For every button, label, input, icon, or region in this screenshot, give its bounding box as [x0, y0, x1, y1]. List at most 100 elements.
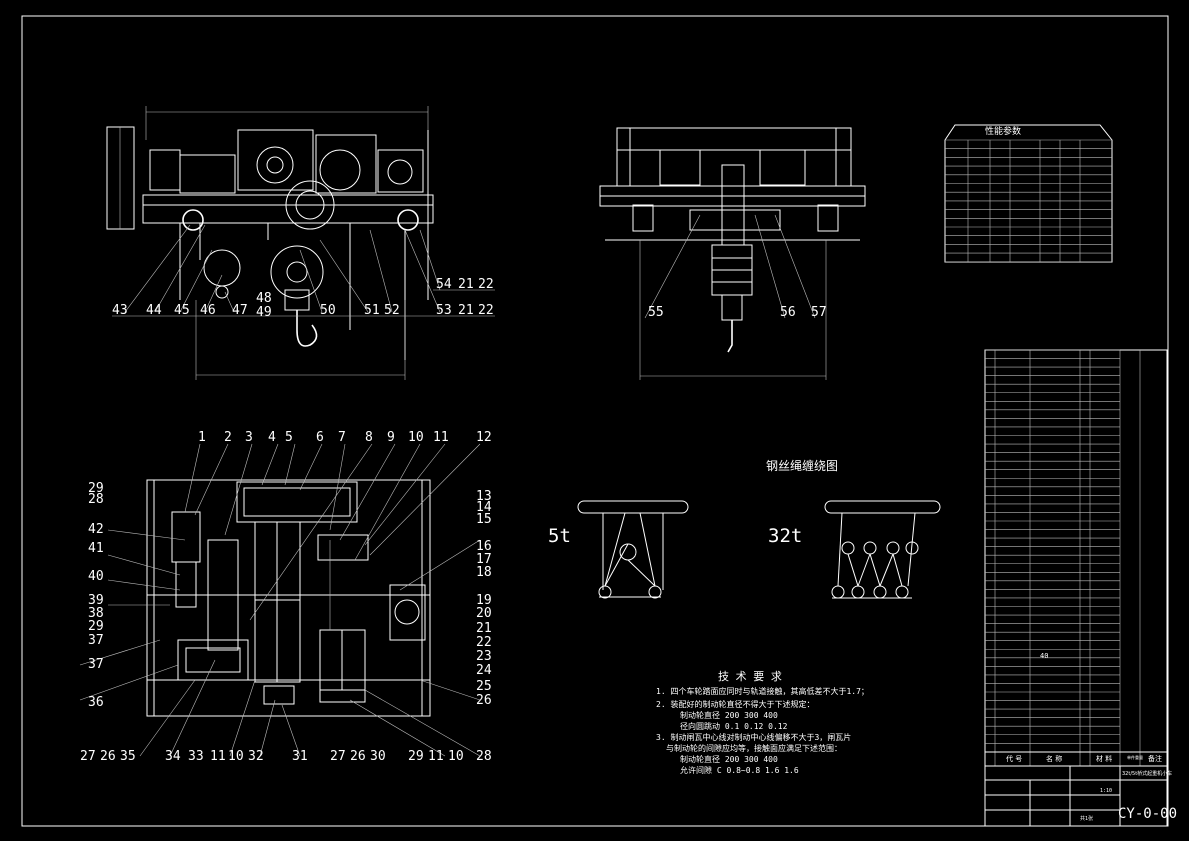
tech-req-line-6: 与制动轮的间隙应均等，接触面应满足下述范围： [666, 743, 842, 753]
plan-callout-right-16: 16 [476, 539, 492, 554]
plan-callout-left-8: 37 [88, 633, 104, 648]
callout-51: 51 [364, 303, 380, 318]
tech-req-title: 技 术 要 求 [718, 670, 782, 683]
plan-callout-right-14: 14 [476, 500, 492, 515]
callout-45: 45 [174, 303, 190, 318]
title-block-drawing-no: CY-0-00 [1118, 806, 1177, 822]
plan-callout-top-6: 6 [316, 430, 324, 445]
perf-table-title: 性能参数 [985, 125, 1021, 137]
plan-callout-left-10: 36 [88, 695, 104, 710]
plan-callout-top-12: 12 [476, 430, 492, 445]
rope-diagram-title: 钢丝绳缠绕图 [766, 458, 838, 473]
plan-callout-right-26: 26 [476, 693, 492, 708]
plan-callout-bottom-0: 27 [80, 749, 96, 764]
callout-46: 46 [200, 303, 216, 318]
plan-callout-top-11: 11 [433, 430, 449, 445]
plan-callout-left-3: 41 [88, 541, 104, 556]
plan-callout-left-5: 39 [88, 593, 104, 608]
bill-of-materials: 40 代 号 名 称 材 料 单件重量 备注 [984, 349, 1168, 827]
tech-req-line-4: 径向圆跳动 0.1 0.12 0.12 [680, 721, 788, 731]
rope-label-5t: 5t [548, 525, 571, 547]
plan-callout-left-9: 37 [88, 657, 104, 672]
tech-req-line-3: 制动轮直径 200 300 400 [680, 710, 778, 720]
bom-header-material: 材 料 [1096, 754, 1112, 763]
plan-callout-bottom-9: 27 [330, 749, 346, 764]
rope-reeving-diagram: 钢丝绳缠绕图 5t 32t [548, 458, 941, 599]
plan-callout-bottom-13: 11 [428, 749, 444, 764]
plan-callout-left-4: 40 [88, 569, 104, 584]
callout-48: 48 [256, 291, 272, 306]
tech-req-line-1: 1. 四个车轮踏面应同时与轨道接触，其高低差不大于1.7； [656, 686, 869, 696]
callout-57: 57 [811, 305, 827, 320]
callout-55: 55 [648, 305, 664, 320]
title-block-scale: 1:10 [1100, 788, 1112, 794]
plan-callout-bottom-15: 28 [476, 749, 492, 764]
callout-21b: 21 [458, 303, 474, 318]
callout-43: 43 [112, 303, 128, 318]
callout-21a: 21 [458, 277, 474, 292]
plan-callout-bottom-2: 35 [120, 749, 136, 764]
plan-callout-right-21: 21 [476, 621, 492, 636]
tech-req-line-5: 3. 制动闸瓦中心线对制动中心线偏移不大于3，闸瓦片 [656, 732, 851, 742]
plan-callout-right-22: 22 [476, 635, 492, 650]
plan-callout-bottom-1: 26 [100, 749, 116, 764]
bom-header-name: 名 称 [1046, 754, 1062, 763]
title-block-sheet: 共1张 [1080, 815, 1093, 822]
tech-req-line-8: 允许间隙 C 0.8~0.8 1.6 1.6 [680, 765, 799, 775]
plan-callout-top-2: 2 [224, 430, 232, 445]
callout-22b: 22 [478, 303, 494, 318]
plan-callout-top-7: 7 [338, 430, 346, 445]
front-elevation-view: 43 44 45 46 47 48 49 50 51 52 53 54 21 2… [106, 106, 495, 380]
tech-req-line-2: 2. 装配好的制动轮直径不得大于下述规定： [656, 699, 814, 709]
bom-qty-note: 40 [1040, 652, 1048, 660]
plan-callout-top-1: 1 [198, 430, 206, 445]
plan-callout-top-3: 3 [245, 430, 253, 445]
plan-callout-left-2: 42 [88, 522, 104, 537]
plan-callout-bottom-12: 29 [408, 749, 424, 764]
plan-callout-right-15: 15 [476, 512, 492, 527]
bom-header-code: 代 号 [1006, 754, 1022, 763]
plan-callout-right-24: 24 [476, 663, 492, 678]
plan-callout-bottom-8: 31 [292, 749, 308, 764]
plan-callout-bottom-11: 30 [370, 749, 386, 764]
tech-req-line-7: 制动轮直径 200 300 400 [680, 754, 778, 764]
performance-table: 性能参数 [944, 124, 1113, 263]
plan-callout-left-7: 29 [88, 619, 104, 634]
sheet-border [21, 15, 1169, 827]
plan-callout-right-20: 20 [476, 606, 492, 621]
plan-callout-bottom-6: 10 [228, 749, 244, 764]
rope-label-32t: 32t [768, 525, 802, 547]
title-block: 32t/5t桥式起重机小车 1:10 共1张 CY-0-00 [984, 765, 1177, 827]
plan-callout-top-5: 5 [285, 430, 293, 445]
side-elevation-view: 55 56 57 [599, 127, 866, 380]
plan-callout-right-23: 23 [476, 649, 492, 664]
plan-callout-right-19: 19 [476, 593, 492, 608]
plan-callout-right-17: 17 [476, 552, 492, 567]
plan-callout-bottom-10: 26 [350, 749, 366, 764]
callout-49: 49 [256, 305, 272, 320]
plan-callout-right-18: 18 [476, 565, 492, 580]
plan-callout-bottom-14: 10 [448, 749, 464, 764]
plan-callout-bottom-4: 33 [188, 749, 204, 764]
plan-callout-bottom-7: 32 [248, 749, 264, 764]
plan-callout-left-0: 29 [88, 481, 104, 496]
callout-54: 54 [436, 277, 452, 292]
title-block-name: 32t/5t桥式起重机小车 [1122, 770, 1172, 777]
callout-50: 50 [320, 303, 336, 318]
callout-47: 47 [232, 303, 248, 318]
plan-callout-right-25: 25 [476, 679, 492, 694]
plan-callout-top-4: 4 [268, 430, 276, 445]
callout-56: 56 [780, 305, 796, 320]
bom-header-remark: 备注 [1148, 754, 1162, 763]
plan-callout-top-9: 9 [387, 430, 395, 445]
plan-callout-top-10: 10 [408, 430, 424, 445]
callout-53: 53 [436, 303, 452, 318]
plan-callout-left-6: 38 [88, 606, 104, 621]
bom-header-weight: 单件重量 [1127, 754, 1143, 760]
technical-requirements: 技 术 要 求 1. 四个车轮踏面应同时与轨道接触，其高低差不大于1.7； 2.… [656, 670, 869, 775]
plan-callout-bottom-5: 11 [210, 749, 226, 764]
callout-52: 52 [384, 303, 400, 318]
callout-22a: 22 [478, 277, 494, 292]
